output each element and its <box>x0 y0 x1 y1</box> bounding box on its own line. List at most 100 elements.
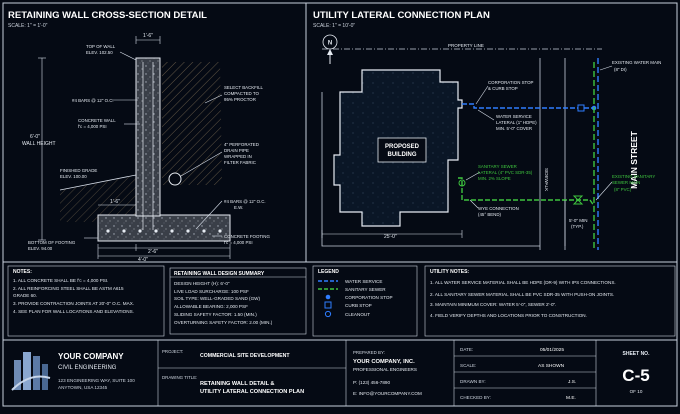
label-top-of-wall-elev: ELEV. 102.50 <box>86 50 113 55</box>
detail-scale: SCALE: 1" = 1'-0" <box>8 23 48 29</box>
label-bottom-footing: BOTTOM OF FOOTING <box>28 240 76 245</box>
footing-rebar <box>106 229 222 233</box>
label-bars-footing: #4 BARS @ 12" O.C. <box>224 199 266 204</box>
note-item: 2. ALL REINFORCING STEEL SHALL BE ASTM A… <box>13 286 124 291</box>
dim-footing-total: 4'-0" <box>138 257 148 263</box>
callout-existing-water-1: EXISTING WATER MAIN <box>612 60 661 65</box>
curb-stop-icon <box>324 301 332 309</box>
company-name: YOUR COMPANY <box>58 352 124 361</box>
label-drain-3: WRAPPED IN <box>224 154 252 159</box>
date-label: DATE: <box>460 347 473 352</box>
dim-footing-inner: 2'-6" <box>148 249 158 255</box>
wye-icon <box>572 195 584 205</box>
detail-title: RETAINING WALL CROSS-SECTION DETAIL <box>8 10 207 21</box>
summary-row: DESIGN HEIGHT (H): 6'-0" <box>174 281 230 286</box>
label-bars-footing-ew: E.W. <box>234 205 243 210</box>
north-arrow-icon: N <box>322 34 338 64</box>
design-summary-title: RETAINING WALL DESIGN SUMMARY <box>174 271 265 277</box>
dim-top-width: 1'-6" <box>143 33 153 39</box>
summary-row: SLIDING SAFETY FACTOR: 1.50 (MIN.) <box>174 312 257 317</box>
company-subtitle: CIVIL ENGINEERING <box>58 365 117 371</box>
utility-note-item: 3. MAINTAIN MINIMUM COVER: WATER 5'-0", … <box>430 302 556 307</box>
sheet-border <box>2 2 678 407</box>
note-item: 3. PROVIDE CONTRACTION JOINTS AT 20'-0" … <box>13 301 134 306</box>
legend-item-label: CURB STOP <box>345 303 372 308</box>
legend-item-label: CLEANOUT <box>345 312 370 317</box>
utility-note-item: 4. FIELD VERIFY DEPTHS AND LOCATIONS PRI… <box>430 313 587 318</box>
scale-label: SCALE: <box>460 363 476 368</box>
dim-footing-heel: 1'-6" <box>110 199 120 205</box>
summary-row: LIVE LOAD SURCHARGE: 100 PSF <box>174 289 249 294</box>
date-value: 05/01/2025 <box>540 347 564 353</box>
summary-row: SOIL TYPE: WELL-GRADED SAND (GW) <box>174 296 260 301</box>
note-item: GRADE 60. <box>13 293 37 298</box>
drain-pipe-icon <box>168 172 182 186</box>
svg-text:NOTES:: NOTES: <box>13 269 32 275</box>
note-item: 1. ALL CONCRETE SHALL BE f'c = 4,000 PSI… <box>13 278 108 283</box>
company-logo-icon <box>11 352 51 391</box>
prepared-by-company: YOUR COMPANY, INC. <box>353 359 415 365</box>
title-block: YOUR COMPANY CIVIL ENGINEERING 123 ENGIN… <box>11 340 651 406</box>
corporation-stop-icon <box>325 294 331 300</box>
note-item: 4. SEE PLAN FOR WALL LOCATIONS AND ELEVA… <box>13 309 134 314</box>
north-label: N <box>328 41 332 47</box>
dim-wall-height-label: WALL HEIGHT <box>22 141 56 147</box>
dim-cover-2: (TYP.) <box>571 224 584 229</box>
label-drain-4: FILTER FABRIC <box>224 160 256 165</box>
drawing-title-label: DRAWING TITLE: <box>162 375 197 380</box>
prepared-by-subtitle: PROFESSIONAL ENGINEERS <box>353 367 417 372</box>
sheet-number: C-5 <box>622 366 649 385</box>
drawing-title-2: UTILITY LATERAL CONNECTION PLAN <box>200 389 304 395</box>
sheet-no-label: SHEET NO. <box>623 351 651 357</box>
building-label-box <box>377 137 427 163</box>
callout-wye-1: WYE CONNECTION <box>478 206 519 211</box>
summary-row: ALLOWABLE BEARING: 2,000 PSF <box>174 304 248 309</box>
building-label-1: PROPOSED <box>385 144 420 150</box>
utility-note-item: 2. ALL SANITARY SEWER MATERIAL SHALL BE … <box>430 292 614 297</box>
label-bottom-footing-elev: ELEV. 94.00 <box>28 246 53 251</box>
sidewalk-label: SIDEWALK <box>544 168 549 191</box>
cleanout-icon <box>324 310 332 318</box>
callout-wye-2: (45° BEND) <box>478 212 502 217</box>
label-concrete-footing: CONCRETE FOOTING <box>224 234 270 239</box>
legend-item-label: CORPORATION STOP <box>345 295 393 300</box>
callout-existing-sanitary-3: (8" PVC) <box>614 187 632 192</box>
label-drain-2: DRAIN PIPE <box>224 148 249 153</box>
callout-water-service-3: MIN. 5'-0" COVER <box>496 126 532 131</box>
label-backfill-1: SELECT BACKFILL <box>224 85 264 90</box>
project-value: COMMERCIAL SITE DEVELOPMENT <box>200 353 290 359</box>
callout-sanitary-2: LATERAL (4" PVC SDR-35) <box>478 170 533 175</box>
utility-notes: UTILITY NOTES: 1. ALL WATER SERVICE MATE… <box>424 265 676 337</box>
drawing-title-1: RETAINING WALL DETAIL & <box>200 381 274 387</box>
callout-sanitary-3: MIN. 2% SLOPE <box>478 176 511 181</box>
label-finished-grade-elev: ELEV. 100.00 <box>60 174 87 179</box>
callout-water-service-2: LATERAL (1" HDPE) <box>496 120 537 125</box>
label-backfill-3: 95% PROCTOR <box>224 97 256 102</box>
checked-by-value: M.E. <box>566 395 576 401</box>
phone: P: (123) 456-7890 <box>353 380 390 385</box>
utility-notes-title: UTILITY NOTES: <box>430 269 469 275</box>
drawn-by-value: J.S. <box>568 379 576 385</box>
label-finished-grade: FINISHED GRADE <box>60 168 97 173</box>
utility-note-item: 1. ALL WATER SERVICE MATERIAL SHALL BE H… <box>430 280 616 285</box>
water-service-line <box>462 58 599 250</box>
label-top-of-wall: TOP OF WALL <box>86 44 116 49</box>
label-bars-wall: #4 BARS @ 12" O.C. <box>72 98 114 103</box>
callout-water-service-1: WATER SERVICE <box>496 114 532 119</box>
utility-plan: UTILITY LATERAL CONNECTION PLAN SCALE: 1… <box>313 10 661 250</box>
legend-item-label: SANITARY SEWER <box>345 287 386 292</box>
retaining-wall-detail: RETAINING WALL CROSS-SECTION DETAIL SCAL… <box>8 10 270 263</box>
project-label: PROJECT: <box>162 349 183 354</box>
legend: LEGEND WATER SERVICE SANITARY SEWER CORP… <box>312 265 418 337</box>
company-address-2: ANYTOWN, USA 12345 <box>58 385 108 390</box>
callout-existing-sanitary-1: EXISTING SANITARY <box>612 174 655 179</box>
backfill-soil <box>162 62 222 185</box>
property-line-label: PROPERTY LINE <box>448 43 484 48</box>
callout-sanitary-1: SANITARY SEWER <box>478 164 517 169</box>
grade-soil <box>60 175 136 222</box>
prepared-by-label: PREPARED BY: <box>353 350 385 355</box>
label-drain-1: 4" PERFORATED <box>224 142 259 147</box>
cleanout-icon <box>458 179 466 187</box>
scale-value: AS SHOWN <box>538 363 565 369</box>
